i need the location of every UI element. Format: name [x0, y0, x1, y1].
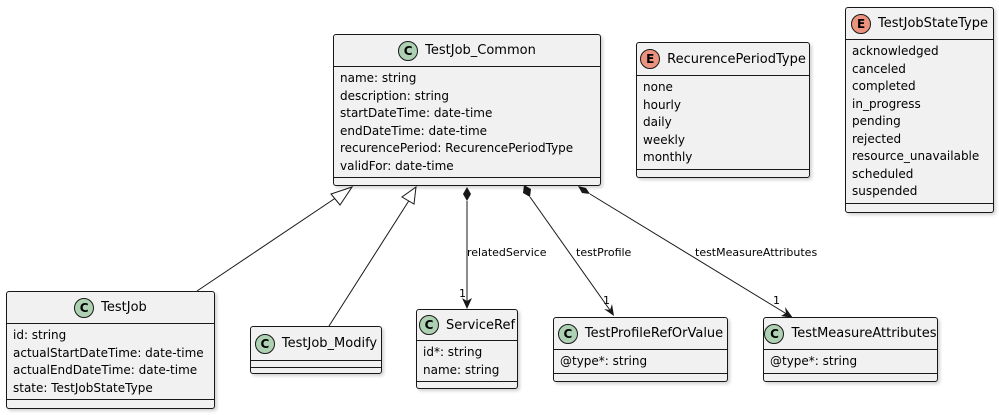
composition-test-measure-arrowhead	[781, 307, 793, 318]
class-serviceref[interactable]: C ServiceRef id*: string name: string	[416, 309, 518, 389]
enum-value: pending	[852, 114, 901, 128]
enum-operations	[846, 204, 993, 211]
enum-value: suspended	[852, 184, 918, 198]
inheritance-testjob-arrowhead	[330, 186, 354, 206]
enum-value: none	[643, 80, 673, 94]
class-operations	[334, 178, 600, 185]
class-header: C TestJob_Modify	[251, 327, 381, 361]
class-header: C TestMeasureAttributes	[764, 318, 937, 350]
enum-header: E TestJobStateType	[846, 8, 993, 40]
class-header: C TestJob_Common	[334, 35, 600, 67]
class-attributes: id: string actualStartDateTime: date-tim…	[7, 324, 214, 400]
class-name: ServiceRef	[445, 317, 516, 333]
composition-test-measure-diamond	[578, 186, 590, 194]
class-attributes	[251, 361, 381, 368]
enum-value: acknowledged	[852, 44, 939, 58]
enum-value: canceled	[852, 61, 906, 76]
attribute: name: string	[340, 71, 417, 85]
class-attributes: @type*: string	[764, 350, 937, 374]
class-name: TestMeasureAttributes	[791, 326, 937, 341]
enum-value: rejected	[852, 131, 902, 146]
test-profile-multiplicity: 1	[603, 294, 610, 307]
composition-related-service-diamond	[463, 187, 471, 201]
attribute: name: string	[423, 362, 500, 377]
composition-test-measure-line	[589, 193, 791, 317]
class-header: C ServiceRef	[417, 310, 517, 341]
test-measure-attributes-label: testMeasureAttributes	[695, 246, 818, 259]
enum-values: none hourly daily weekly monthly	[637, 76, 809, 170]
class-testjob-common[interactable]: C TestJob_Common name: string descriptio…	[333, 34, 601, 186]
enum-stereotype-icon: E	[640, 49, 661, 69]
enum-value: daily	[643, 115, 672, 129]
composition-test-profile-line	[529, 196, 613, 314]
inheritance-testjob-modify-line	[328, 198, 411, 327]
attribute: state: TestJobStateType	[13, 380, 153, 395]
inheritance-testjob-line	[196, 192, 344, 292]
inheritance-testjob-modify-arrowhead	[401, 185, 417, 205]
composition-related-service-arrowhead	[462, 298, 472, 309]
enum-value: resource_unavailable	[852, 149, 980, 163]
attribute: validFor: date-time	[340, 158, 454, 173]
attribute: @type*: string	[770, 354, 858, 368]
class-test-measure-attributes[interactable]: C TestMeasureAttributes @type*: string	[763, 317, 938, 382]
class-operations	[251, 368, 381, 373]
class-name: TestJob_Common	[425, 43, 536, 58]
class-attributes: id*: string name: string	[417, 341, 517, 382]
composition-test-profile-diamond	[523, 185, 531, 197]
attribute: endDateTime: date-time	[340, 123, 488, 138]
attribute: id*: string	[423, 345, 483, 359]
class-stereotype-icon: C	[74, 297, 95, 318]
class-testprofile-ref-or-value[interactable]: C TestProfileRefOrValue @type*: string	[553, 317, 728, 382]
class-testjob[interactable]: C TestJob id: string actualStartDateTime…	[6, 291, 215, 409]
class-stereotype-icon: C	[557, 323, 578, 344]
enum-operations	[637, 170, 809, 177]
attribute: id: string	[13, 328, 67, 342]
enum-name: RecurencePeriodType	[667, 51, 806, 67]
class-operations	[7, 400, 214, 407]
enum-stereotype-icon: E	[851, 13, 872, 34]
enum-testjob-state-type[interactable]: E TestJobStateType acknowledged canceled…	[845, 7, 994, 213]
enum-value: completed	[852, 79, 916, 93]
class-stereotype-icon: C	[254, 333, 275, 354]
class-header: C TestProfileRefOrValue	[554, 318, 727, 350]
class-header: C TestJob	[7, 292, 214, 324]
related-service-label: relatedService	[467, 246, 547, 259]
class-name: TestJob	[101, 300, 147, 315]
enum-value: weekly	[643, 132, 685, 147]
enum-values: acknowledged canceled completed in_progr…	[846, 40, 993, 204]
enum-value: scheduled	[852, 166, 914, 181]
attribute: @type*: string	[560, 354, 648, 368]
attribute: recurencePeriod: RecurencePeriodType	[340, 141, 574, 155]
enum-value: monthly	[643, 150, 693, 164]
test-measure-attributes-multiplicity: 1	[773, 294, 780, 307]
test-profile-label: testProfile	[576, 246, 632, 259]
class-stereotype-icon: C	[418, 315, 439, 335]
attribute: actualStartDateTime: date-time	[13, 345, 204, 360]
attribute: startDateTime: date-time	[340, 106, 493, 120]
class-attributes: @type*: string	[554, 350, 727, 374]
class-name: TestJob_Modify	[281, 336, 378, 351]
enum-value: in_progress	[852, 96, 921, 111]
attribute: description: string	[340, 88, 450, 103]
class-attributes: name: string description: string startDa…	[334, 67, 600, 178]
class-testjob-modify[interactable]: C TestJob_Modify	[250, 326, 382, 374]
composition-test-profile-arrowhead	[604, 304, 614, 316]
enum-name: TestJobStateType	[878, 16, 988, 31]
class-stereotype-icon: C	[398, 40, 419, 61]
class-operations	[764, 374, 937, 381]
enum-header: E RecurencePeriodType	[637, 43, 809, 76]
attribute: actualEndDateTime: date-time	[13, 363, 198, 377]
class-operations	[554, 374, 727, 381]
class-name: TestProfileRefOrValue	[584, 326, 724, 341]
enum-recurence-period-type[interactable]: E RecurencePeriodType none hourly daily …	[636, 42, 810, 178]
enum-value: hourly	[643, 97, 681, 112]
class-stereotype-icon: C	[764, 323, 785, 344]
related-service-multiplicity: 1	[459, 287, 466, 300]
class-operations	[417, 382, 517, 389]
